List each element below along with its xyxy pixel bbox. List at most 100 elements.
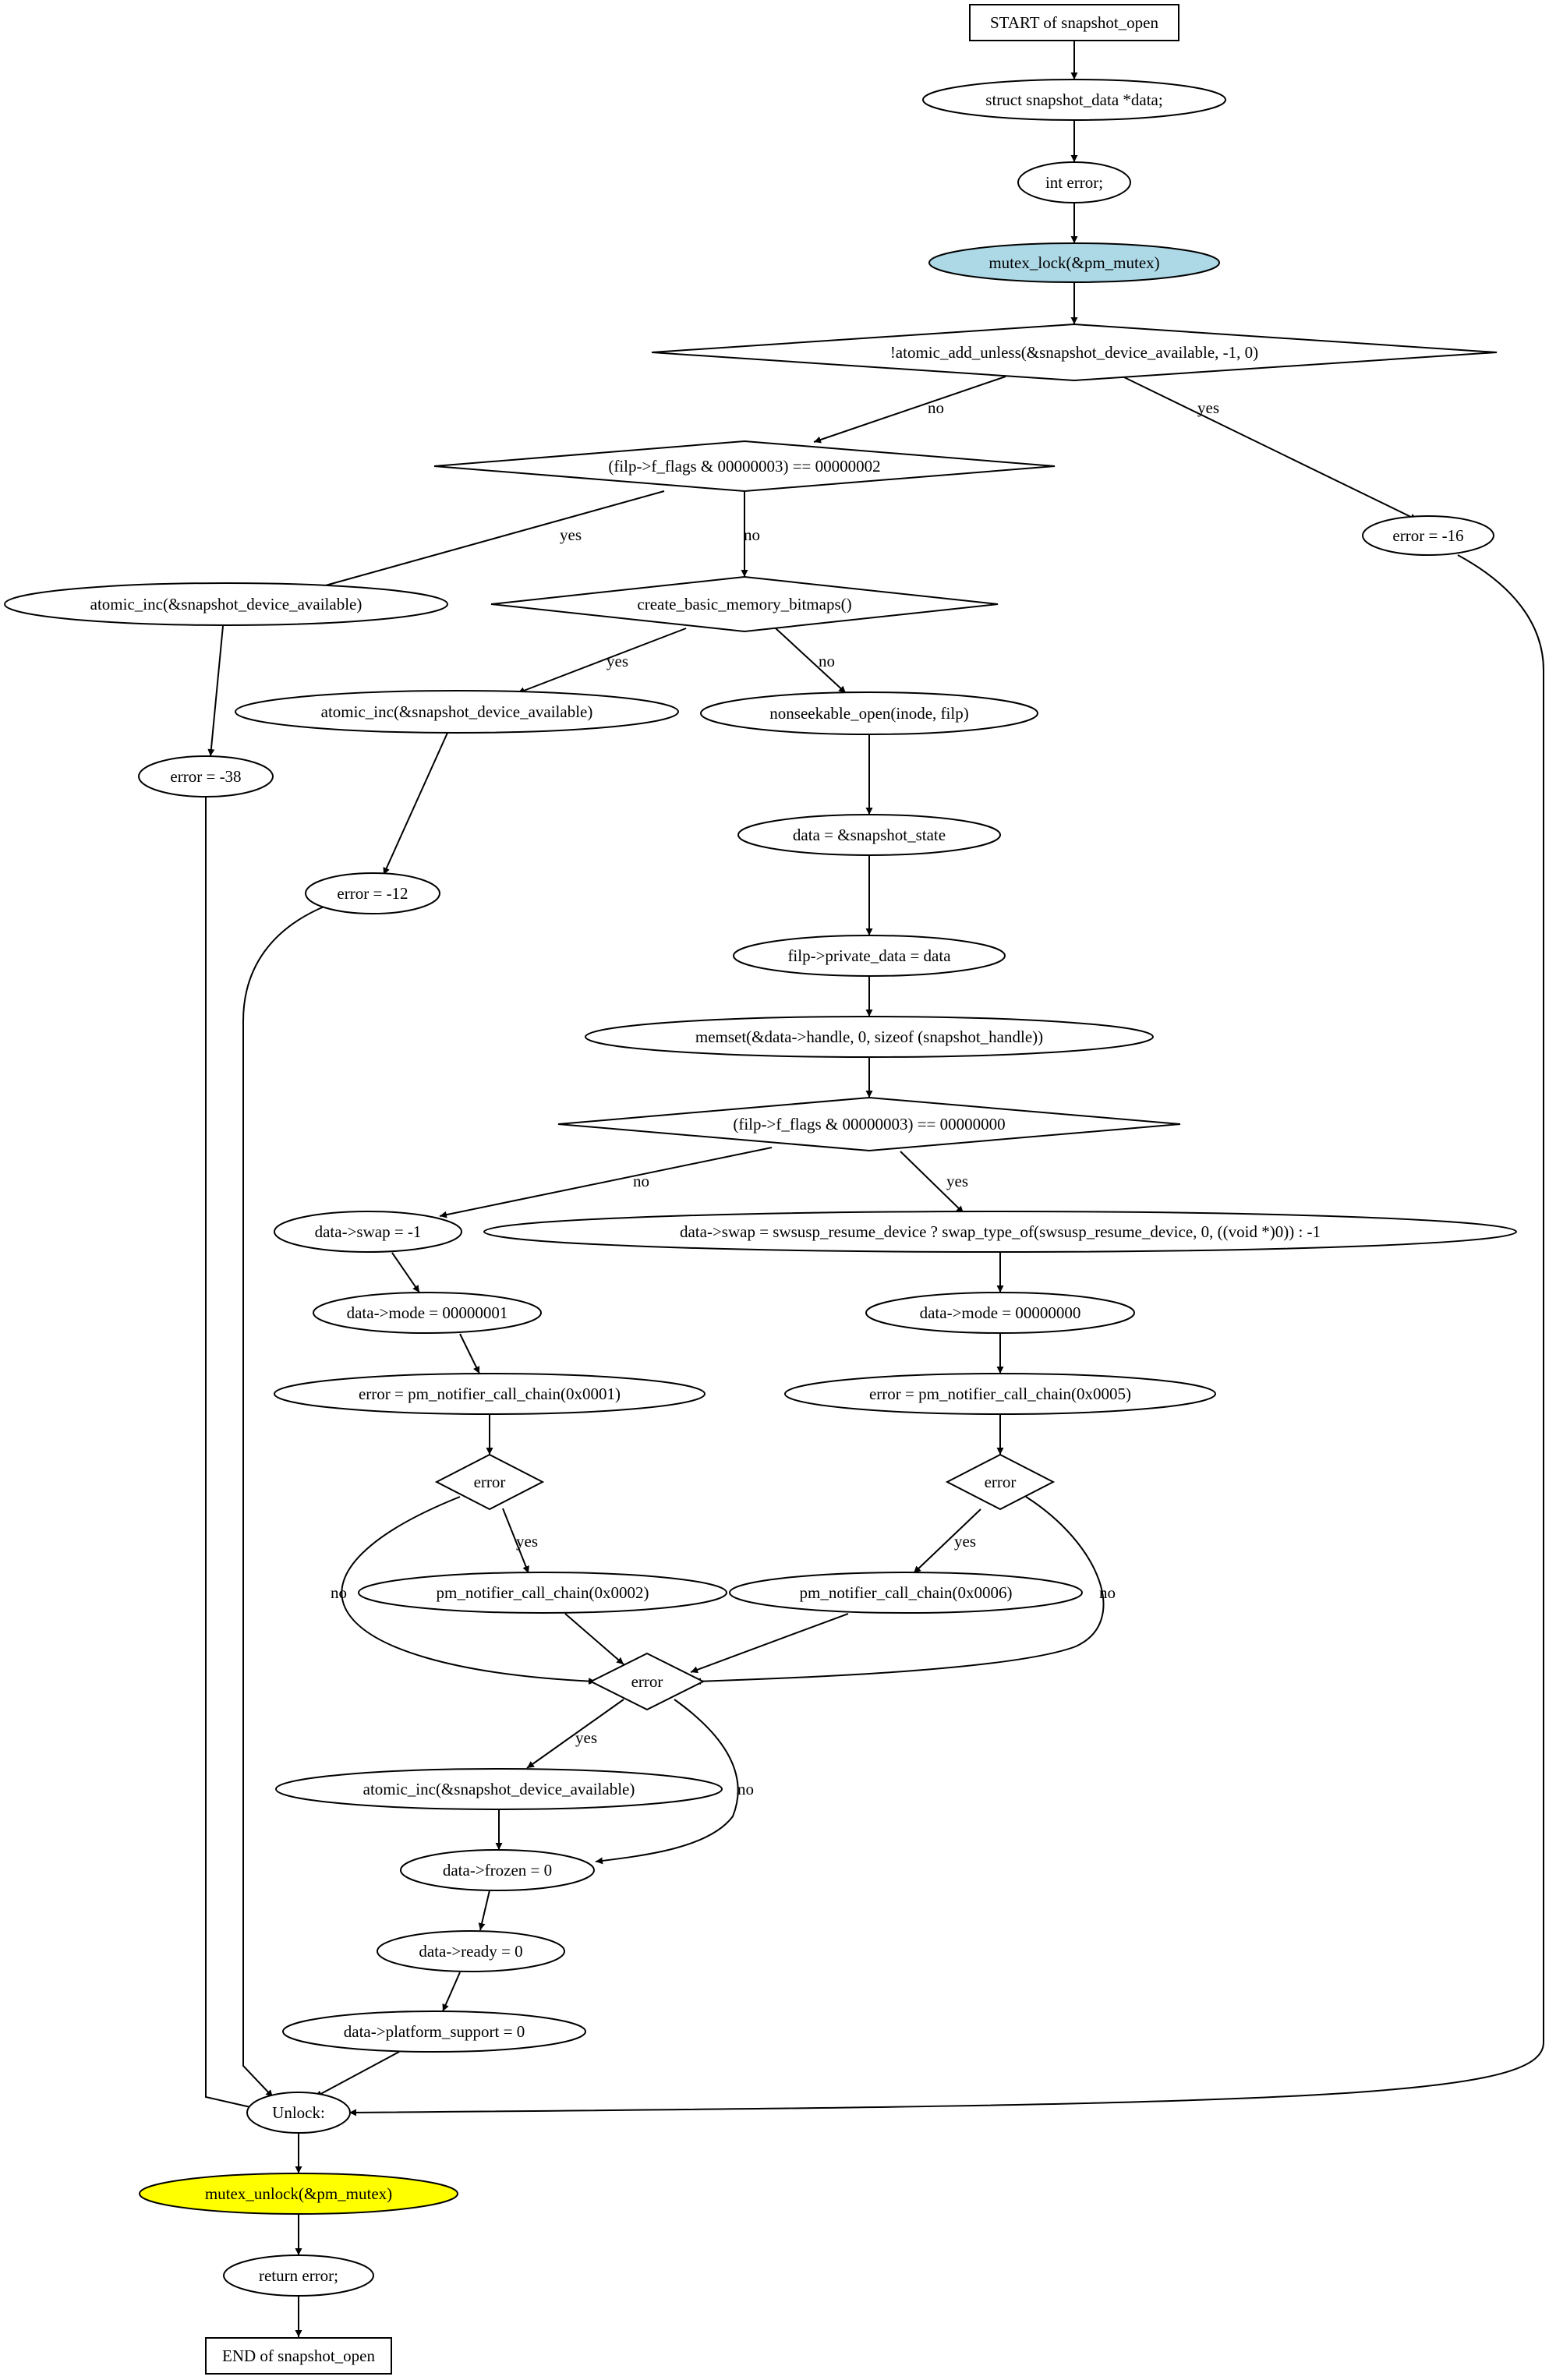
notify-1-node (274, 1373, 706, 1415)
edge-errm-frozen (595, 1699, 739, 1865)
return-error-label: return error; (259, 2266, 338, 2285)
mode-0-label: data->mode = 00000000 (920, 1303, 1081, 1322)
error-decision-right-node (945, 1453, 1056, 1511)
nonseekable-open-label: nonseekable_open(inode, filp) (769, 704, 968, 723)
ready-label: data->ready = 0 (419, 1942, 522, 1961)
label-rdwr-no: no (744, 525, 760, 544)
edge-err12-unlock (242, 905, 327, 2098)
error-12-label: error = -12 (337, 884, 408, 903)
start-node (969, 4, 1179, 41)
edge-atomic-rdwr (813, 376, 1006, 444)
atomic-inc-c-label: atomic_inc(&snapshot_device_available) (363, 1780, 635, 1798)
edge-errr-errm (693, 1496, 1105, 1685)
edge-inca-err38 (207, 625, 224, 757)
error-decision-left-node (434, 1453, 545, 1511)
notify-5-node (784, 1373, 1216, 1415)
atomic-inc-b-label: atomic_inc(&snapshot_device_available) (321, 702, 593, 721)
platform-support-node (282, 2010, 586, 2053)
notify-2-node (358, 1572, 727, 1614)
frozen-label: data->frozen = 0 (443, 1861, 552, 1880)
bitmaps-decision-label: create_basic_memory_bitmaps() (637, 595, 851, 614)
atomic-inc-b-node (235, 690, 679, 734)
edges (205, 41, 1544, 2337)
label-errr-yes: yes (954, 1532, 976, 1551)
label-errm-no: no (737, 1780, 754, 1798)
label-bitmaps-no: no (819, 652, 835, 670)
unlock-label-text: Unlock: (272, 2103, 325, 2122)
error-38-label: error = -38 (170, 767, 241, 786)
notify-6-label: pm_notifier_call_chain(0x0006) (800, 1583, 1013, 1602)
edge-ready-platform (442, 1972, 461, 2012)
decl-data-label: struct snapshot_data *data; (985, 90, 1162, 109)
mutex-lock-label: mutex_lock(&pm_mutex) (988, 253, 1159, 272)
atomic-decision-label: !atomic_add_unless(&snapshot_device_avai… (890, 343, 1258, 362)
label-atomic-no: no (928, 398, 944, 417)
return-error-node (223, 2254, 374, 2297)
atomic-inc-c-node (275, 1768, 723, 1810)
end-node (205, 2337, 392, 2375)
error-12-node (305, 872, 440, 914)
edge-platform-unlock (314, 2051, 400, 2098)
edge-errl-notify2 (502, 1508, 529, 1574)
end-label: END of snapshot_open (222, 2346, 375, 2365)
edge-rd-swapneg (439, 1147, 773, 1218)
mode-0-node (865, 1292, 1135, 1334)
edge-atomic-err16 (1122, 376, 1418, 521)
mode-1-node (313, 1292, 542, 1334)
error-16-label: error = -16 (1392, 526, 1463, 545)
edge-bitmaps-nonseek (775, 628, 847, 694)
atomic-inc-a-node (4, 582, 448, 626)
edge-labels: no yes yes no yes no no yes yes no yes n… (331, 398, 1219, 1798)
mode-1-label: data->mode = 00000001 (347, 1303, 508, 1322)
error-decision-middle-node (589, 1652, 706, 1711)
label-rd-yes: yes (946, 1172, 968, 1190)
label-errl-no: no (331, 1583, 347, 1602)
notify-1-label: error = pm_notifier_call_chain(0x0001) (359, 1385, 621, 1403)
atomic-inc-a-label: atomic_inc(&snapshot_device_available) (90, 595, 362, 614)
error-decision-left-label: error (474, 1473, 506, 1491)
memset-node (585, 1016, 1154, 1058)
ready-node (377, 1930, 565, 1972)
label-rdwr-yes: yes (560, 525, 582, 544)
edge-err38-unlock (205, 797, 258, 2111)
decl-data-node (922, 79, 1226, 121)
flags-rdwr-decision-node (433, 440, 1056, 493)
edge-errr-notify6 (913, 1508, 981, 1574)
data-state-label: data = &snapshot_state (793, 826, 946, 844)
label-errr-no: no (1099, 1583, 1116, 1602)
flags-rd-decision-label: (filp->f_flags & 00000003) == 00000000 (733, 1115, 1005, 1133)
edge-frozen-ready (478, 1890, 490, 1931)
nonseekable-open-node (700, 691, 1038, 735)
swap-resume-label: data->swap = swsusp_resume_device ? swap… (680, 1222, 1321, 1241)
notify-2-label: pm_notifier_call_chain(0x0002) (437, 1583, 649, 1602)
data-state-node (737, 814, 1001, 856)
label-errm-yes: yes (575, 1728, 597, 1747)
edge-bitmaps-incb (517, 628, 687, 694)
unlock-label-node (246, 2092, 351, 2134)
edge-rd-swapresume (900, 1151, 964, 1214)
label-errl-yes: yes (516, 1532, 538, 1551)
edge-notify6-errm (690, 1613, 849, 1674)
decl-error-label: int error; (1045, 173, 1103, 192)
flags-rd-decision-node (557, 1096, 1181, 1152)
atomic-decision-node (651, 323, 1498, 382)
error-decision-middle-label: error (631, 1672, 663, 1691)
edge-errm-incc (526, 1699, 624, 1769)
edge-errl-errm (341, 1496, 596, 1685)
edge-err16-unlock (348, 554, 1544, 2117)
error-decision-right-label: error (985, 1473, 1017, 1491)
mutex-unlock-label: mutex_unlock(&pm_mutex) (205, 2184, 392, 2203)
label-rd-no: no (633, 1172, 649, 1190)
platform-support-label: data->platform_support = 0 (344, 2022, 525, 2041)
mutex-unlock-node (139, 2173, 458, 2215)
frozen-node (400, 1849, 595, 1891)
edge-notify2-errm (564, 1613, 624, 1665)
edge-mode1-notify1 (459, 1333, 480, 1374)
edge-rdwr-inca (308, 490, 665, 592)
edge-incb-err12 (383, 732, 448, 875)
notify-6-node (729, 1572, 1083, 1614)
error-38-node (138, 755, 274, 797)
decl-error-node (1017, 161, 1131, 203)
memset-label: memset(&data->handle, 0, sizeof (snapsho… (695, 1027, 1043, 1046)
